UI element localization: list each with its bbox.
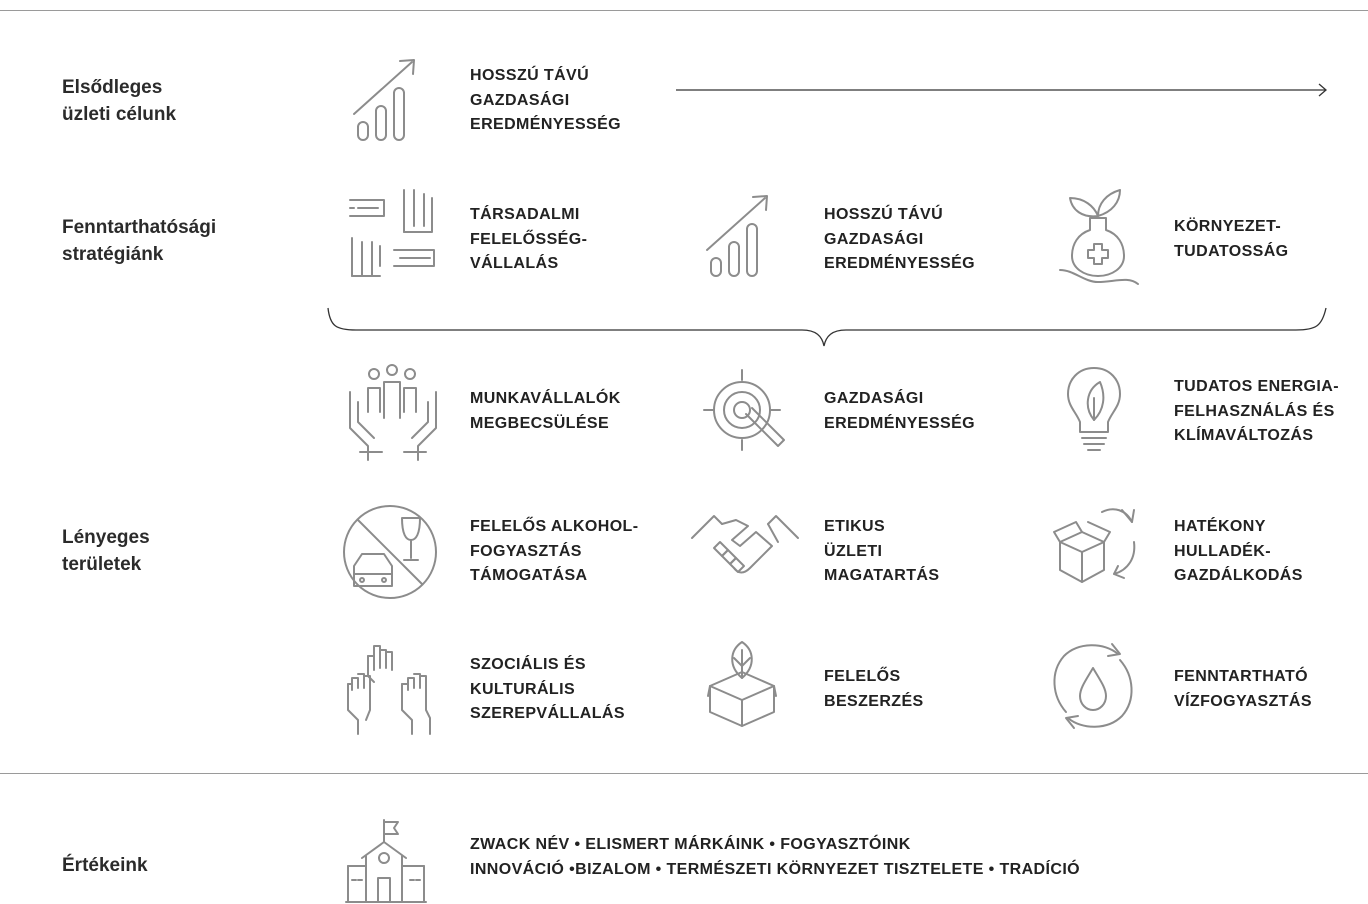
values-statement: ZWACK NÉV • ELISMERT MÁRKÁINK • FOGYASZT…: [470, 836, 1081, 878]
people-in-hands-icon: [346, 362, 440, 462]
no-drink-drive-icon: [340, 502, 440, 602]
material-area-label: SZOCIÁLIS ÉS KULTURÁLIS SZEREPVÁLLALÁS: [470, 656, 625, 722]
strategy-pillar-label: HOSSZÚ TÁVÚ GAZDASÁGI EREDMÉNYESSÉG: [824, 206, 976, 272]
material-area-label: GAZDASÁGI EREDMÉNYESSÉG: [824, 390, 976, 432]
material-area-label: HATÉKONY HULLADÉK- GAZDÁLKODÁS: [1174, 518, 1303, 584]
school-flag-icon: [344, 818, 428, 904]
recycle-box-icon: [1052, 502, 1142, 588]
raised-hands-icon: [346, 644, 438, 736]
target-icon: [702, 364, 790, 454]
primary-goal-label: HOSSZÚ TÁVÚ GAZDASÁGI EREDMÉNYESSÉG: [470, 67, 622, 133]
handshake-icon: [690, 502, 800, 592]
strategy-brace: [326, 306, 1330, 355]
material-area-label: MUNKAVÁLLALÓK MEGBECSÜLÉSE: [470, 390, 621, 432]
strategy-pillar-label: TÁRSADALMI FELELŐSSÉG- VÁLLALÁS: [470, 206, 588, 272]
material-area-label: FELELŐS BESZERZÉS: [824, 668, 924, 710]
leaf-box-icon: [706, 640, 778, 730]
top-divider: [0, 10, 1368, 11]
section-label-areas: Lényeges területek: [62, 527, 150, 575]
water-cycle-icon: [1048, 640, 1138, 732]
strategy-pillar-label: KÖRNYEZET- TUDATOSSÁG: [1174, 218, 1289, 260]
joined-hands-icon: [344, 186, 440, 282]
growth-chart-icon: [703, 192, 775, 280]
material-area-label: FELELŐS ALKOHOL- FOGYASZTÁS TÁMOGATÁSA: [470, 518, 639, 584]
section-label-strategy: Fenntarthatósági stratégiánk: [62, 217, 217, 265]
material-area-label: ETIKUS ÜZLETI MAGATARTÁS: [824, 518, 940, 584]
leaf-bulb-icon: [1064, 364, 1124, 456]
section-label-values: Értékeink: [62, 855, 148, 876]
material-area-label: FENNTARTHATÓ VÍZFOGYASZTÁS: [1174, 668, 1312, 710]
values-divider: [0, 773, 1368, 774]
material-area-label: TUDATOS ENERGIA- FELHASZNÁLÁS ÉS KLÍMAVÁ…: [1174, 378, 1339, 444]
section-label-primary: Elsődleges üzleti célunk: [62, 77, 177, 125]
primary-goal-arrow: [676, 83, 1330, 104]
growth-chart-icon: [350, 56, 422, 144]
plant-flask-icon: [1054, 186, 1144, 290]
